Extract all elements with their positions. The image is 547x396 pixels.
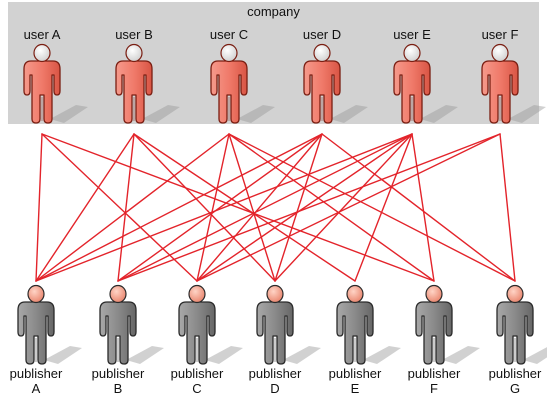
connection-line-user-b-publisher-a	[35, 133, 135, 282]
connection-line-user-a-publisher-f	[41, 133, 435, 282]
user-label: user A	[23, 27, 61, 42]
publisher-label-letter: F	[430, 381, 438, 396]
company-label: company	[247, 4, 300, 19]
publisher-label-letter: G	[509, 381, 521, 396]
publisher-label-word: publisher	[170, 366, 224, 381]
user-label: user D	[302, 27, 342, 42]
publisher-label-letter: E	[350, 381, 360, 396]
connection-line-user-c-publisher-c	[196, 133, 230, 282]
publisher-label-letter: B	[113, 381, 123, 396]
connection-line-user-d-publisher-a	[35, 133, 323, 282]
publisher-f-icon	[415, 284, 480, 365]
connection-line-user-e-publisher-b	[117, 133, 413, 282]
connection-line-user-c-publisher-f	[228, 133, 435, 282]
company-box	[8, 2, 539, 124]
connection-line-user-b-publisher-e	[133, 133, 356, 282]
user-label: user B	[115, 27, 153, 42]
connection-line-user-a-publisher-a	[35, 133, 43, 282]
publisher-d-icon	[256, 284, 321, 365]
connection-line-user-c-publisher-a	[35, 133, 230, 282]
connection-line-user-e-publisher-f	[411, 133, 435, 282]
connection-line-user-d-publisher-b	[117, 133, 323, 282]
publisher-label-word: publisher	[91, 366, 145, 381]
publisher-label-letter: A	[31, 381, 41, 396]
connection-line-user-d-publisher-c	[196, 133, 323, 282]
connection-line-user-e-publisher-c	[196, 133, 413, 282]
connection-line-user-a-publisher-c	[41, 133, 198, 282]
user-a-icon	[23, 43, 88, 124]
connection-line-user-e-publisher-a	[35, 133, 413, 282]
user-e-icon	[393, 43, 458, 124]
user-f-icon	[481, 43, 546, 124]
user-d-icon	[303, 43, 368, 124]
connection-line-user-c-publisher-d	[228, 133, 276, 282]
publisher-label-word: publisher	[328, 366, 382, 381]
publisher-label-word: publisher	[488, 366, 542, 381]
connection-line-user-f-publisher-g	[499, 133, 516, 282]
connection-line-user-e-publisher-e	[354, 133, 413, 282]
user-b-icon	[115, 43, 180, 124]
publisher-c-icon	[178, 284, 243, 365]
connection-line-user-f-publisher-b	[117, 133, 501, 282]
publisher-label-letter: C	[192, 381, 202, 396]
publisher-e-icon	[336, 284, 401, 365]
connection-line-user-f-publisher-c	[196, 133, 501, 282]
user-c-icon	[210, 43, 275, 124]
publisher-label-word: publisher	[248, 366, 302, 381]
connection-line-user-e-publisher-d	[274, 133, 413, 282]
publisher-label-letter: D	[270, 381, 280, 396]
connection-line-user-c-publisher-g	[228, 133, 516, 282]
connection-line-user-d-publisher-g	[321, 133, 516, 282]
connection-line-user-b-publisher-b	[117, 133, 135, 282]
user-label: user E	[393, 27, 431, 42]
connection-line-user-d-publisher-d	[274, 133, 323, 282]
publisher-label-word: publisher	[407, 366, 461, 381]
publisher-label-word: publisher	[9, 366, 63, 381]
user-label: user F	[481, 27, 519, 42]
publisher-b-icon	[99, 284, 164, 365]
publisher-a-icon	[17, 284, 82, 365]
connection-line-user-b-publisher-d	[133, 133, 276, 282]
publisher-g-icon	[496, 284, 547, 365]
user-label: user C	[209, 27, 249, 42]
